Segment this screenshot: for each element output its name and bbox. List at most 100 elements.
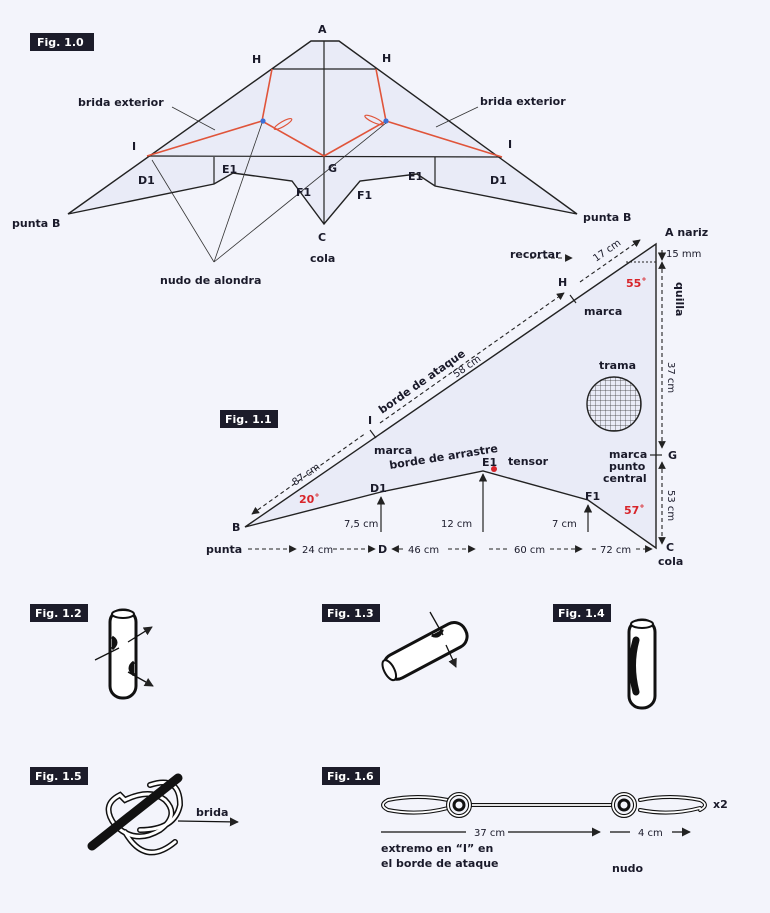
label-d1-right: D1 xyxy=(490,174,507,187)
dim-7-5cm: 7,5 cm xyxy=(344,519,378,530)
label-i-left: I xyxy=(132,140,136,153)
label-extremo-1: extremo en “I” en xyxy=(381,842,493,855)
knot-right-icon xyxy=(383,118,389,124)
label-d1-left: D1 xyxy=(138,174,155,187)
label-h-left: H xyxy=(252,53,261,66)
mark-h xyxy=(569,294,577,304)
label-i: I xyxy=(368,414,372,427)
label-brida-right: brida exterior xyxy=(480,95,566,108)
label-trama: trama xyxy=(599,359,636,372)
fig-1-3-tag: Fig. 1.3 xyxy=(322,604,380,622)
hole-icon xyxy=(128,660,136,677)
label-e1-right: E1 xyxy=(408,170,423,183)
fig-1-4-tag: Fig. 1.4 xyxy=(553,604,611,622)
dim-60cm: 60 cm xyxy=(514,545,545,556)
dim-37cm: 37 cm xyxy=(474,828,505,839)
arrow-icon xyxy=(127,626,153,643)
label-punta-right: punta B xyxy=(583,211,631,224)
tube-angled-icon xyxy=(381,621,469,682)
fig-1-1-tag: Fig. 1.1 xyxy=(220,410,278,428)
label-cola: cola xyxy=(310,252,335,265)
fig-1-3: Fig. 1.3 xyxy=(322,604,469,682)
label-e1-left: E1 xyxy=(222,163,237,176)
label-f1: F1 xyxy=(585,490,600,503)
fig-1-6: Fig. 1.6 x2 37 cm 4 cm extremo en “ xyxy=(322,767,728,875)
fig-1-2: Fig. 1.2 xyxy=(30,604,154,700)
arrow-icon xyxy=(445,644,457,668)
label-i-right: I xyxy=(508,138,512,151)
label-nudo: nudo xyxy=(612,862,644,875)
dim-7cm: 7 cm xyxy=(552,519,577,530)
knot-icon xyxy=(446,792,472,818)
label-e1: E1 xyxy=(482,456,497,469)
spar-rod xyxy=(87,773,183,851)
svg-text:Fig. 1.1: Fig. 1.1 xyxy=(225,413,272,426)
angle-55: 55˚ xyxy=(626,277,647,290)
knot-left-icon xyxy=(260,118,266,124)
label-h: H xyxy=(558,276,567,289)
svg-text:Fig. 1.3: Fig. 1.3 xyxy=(327,607,374,620)
fig-1-5: Fig. 1.5 brida xyxy=(30,767,239,856)
label-h-right: H xyxy=(382,52,391,65)
label-marca-h: marca xyxy=(584,305,622,318)
svg-text:Fig. 1.2: Fig. 1.2 xyxy=(35,607,82,620)
angle-57: 57˚ xyxy=(624,504,645,517)
fig-1-4: Fig. 1.4 xyxy=(553,604,657,710)
svg-text:Fig. 1.6: Fig. 1.6 xyxy=(327,770,374,783)
label-cola: cola xyxy=(658,555,683,568)
label-d1: D1 xyxy=(370,482,387,495)
tube-icon xyxy=(108,608,138,700)
label-d: D xyxy=(378,543,387,556)
dim-12cm: 12 cm xyxy=(441,519,472,530)
mark-i xyxy=(369,429,377,439)
label-x2: x2 xyxy=(713,798,728,811)
tensor-dot-icon xyxy=(491,466,497,472)
dim-24cm: 24 cm xyxy=(302,545,333,556)
label-f1-right: F1 xyxy=(357,189,372,202)
svg-text:Fig. 1.4: Fig. 1.4 xyxy=(558,607,605,620)
svg-text:Fig. 1.0: Fig. 1.0 xyxy=(37,36,84,49)
fig-1-0-tag: Fig. 1.0 xyxy=(30,33,94,51)
dim-15mm: 15 mm xyxy=(666,249,701,260)
label-punta: punta xyxy=(206,543,242,556)
arrow-icon xyxy=(127,671,154,687)
dim-53cm: 53 cm xyxy=(665,490,676,521)
fig-1-6-tag: Fig. 1.6 xyxy=(322,767,380,785)
label-marca-i: marca xyxy=(374,444,412,457)
angle-20: 20˚ xyxy=(299,493,320,506)
label-f1-left: F1 xyxy=(296,186,311,199)
svg-text:Fig. 1.5: Fig. 1.5 xyxy=(35,770,82,783)
label-marca-g: marca xyxy=(609,448,647,461)
dim-72cm: 72 cm xyxy=(600,545,631,556)
label-a-nariz: A nariz xyxy=(665,226,708,239)
dim-37cm: 37 cm xyxy=(665,362,676,393)
fig-1-2-tag: Fig. 1.2 xyxy=(30,604,88,622)
label-brida-left: brida exterior xyxy=(78,96,164,109)
label-punta-left: punta B xyxy=(12,217,60,230)
hole-icon xyxy=(110,635,118,651)
label-g: G xyxy=(668,449,677,462)
label-brida: brida xyxy=(196,806,228,819)
fig-1-5-tag: Fig. 1.5 xyxy=(30,767,88,785)
label-c: C xyxy=(318,231,326,244)
kite-front-view xyxy=(67,40,578,226)
label-extremo-2: el borde de ataque xyxy=(381,857,499,870)
label-tensor: tensor xyxy=(508,455,549,468)
lark-loop-right xyxy=(364,114,384,126)
label-nudo-alondra: nudo de alondra xyxy=(160,274,261,287)
dim-46cm: 46 cm xyxy=(408,545,439,556)
kite-half-panel xyxy=(244,242,657,550)
label-central: central xyxy=(603,472,647,485)
label-c: C xyxy=(666,541,674,554)
dim-4cm: 4 cm xyxy=(638,828,663,839)
knot-icon xyxy=(611,792,637,818)
label-b: B xyxy=(232,521,240,534)
label-a: A xyxy=(318,23,327,36)
label-punto: punto xyxy=(609,460,646,473)
label-recortar: recortar xyxy=(510,248,561,261)
label-quilla: quilla xyxy=(673,282,686,316)
mesh-window xyxy=(586,376,642,432)
lark-loop-left xyxy=(273,117,293,131)
